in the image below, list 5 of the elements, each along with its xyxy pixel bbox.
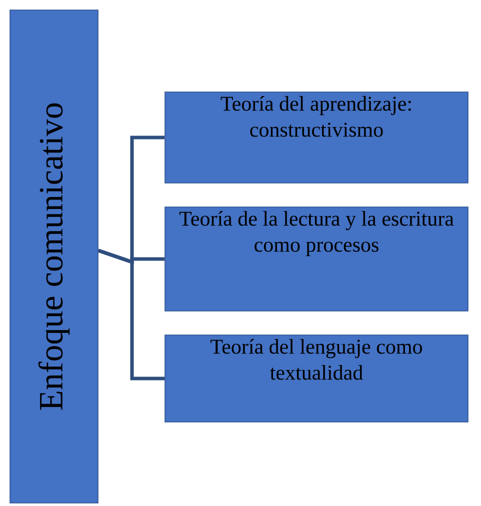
vertical-title-box: Enfoque comunicativo [10,10,98,504]
theory-box: Teoría del aprendizaje: constructivismo [164,92,468,184]
theory-box: Teoría de la lectura y la escritura como procesos [164,206,468,312]
theory-box: Teoría del lenguaje como textualidad [164,334,468,422]
bracket-connector [98,248,165,380]
